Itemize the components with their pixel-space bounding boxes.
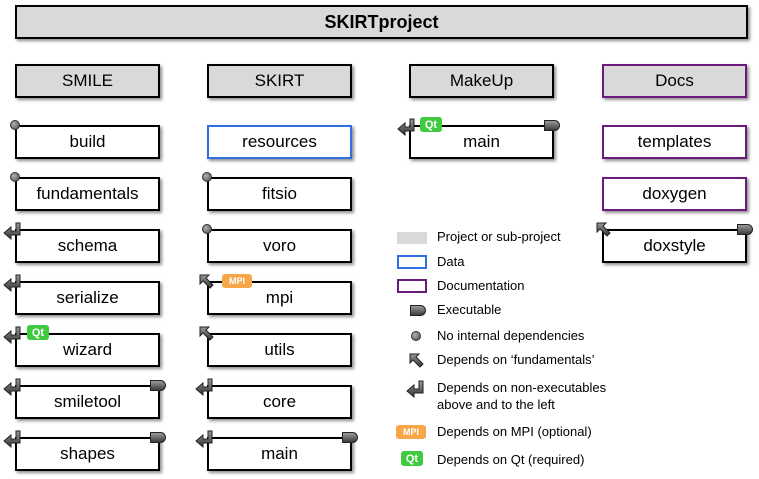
docs-header: Docs (602, 64, 747, 98)
depends-left-icon (195, 430, 213, 448)
depends-left-icon (406, 380, 424, 398)
qt-badge: Qt (420, 117, 442, 132)
depends-left-icon (397, 118, 415, 136)
data-swatch (397, 255, 427, 269)
legend-no-dependencies: No internal dependencies (437, 328, 585, 343)
depends-fundamentals-icon (596, 222, 611, 237)
mpi-badge: MPI (396, 425, 426, 439)
executable-icon (410, 305, 426, 316)
module-wizard: wizard (15, 333, 160, 367)
no-dependency-icon (10, 172, 20, 182)
module-shapes: shapes (15, 437, 160, 471)
legend-data: Data (437, 254, 465, 269)
module-voro: voro (207, 229, 352, 263)
project-swatch (397, 232, 427, 244)
qt-badge: Qt (27, 325, 49, 340)
module-utils: utils (207, 333, 352, 367)
module-core: core (207, 385, 352, 419)
legend-project: Project or sub-project (437, 229, 561, 244)
module-templates: templates (602, 125, 747, 159)
executable-icon (737, 224, 753, 235)
executable-icon (150, 380, 166, 391)
depends-left-icon (3, 430, 21, 448)
mpi-badge: MPI (222, 274, 252, 288)
legend-documentation: Documentation (437, 278, 525, 293)
module-fundamentals: fundamentals (15, 177, 160, 211)
depends-left-icon (3, 274, 21, 292)
legend-qt: Depends on Qt (required) (437, 452, 585, 467)
module-doxygen: doxygen (602, 177, 747, 211)
depends-fundamentals-icon (409, 353, 424, 368)
qt-badge: Qt (401, 451, 423, 466)
depends-left-icon (195, 378, 213, 396)
module-schema: schema (15, 229, 160, 263)
module-smiletool: smiletool (15, 385, 160, 419)
module-resources: resources (207, 125, 352, 159)
depends-left-icon (3, 326, 21, 344)
depends-left-icon (3, 222, 21, 240)
module-doxstyle: doxstyle (602, 229, 747, 263)
module-serialize: serialize (15, 281, 160, 315)
executable-icon (544, 120, 560, 131)
module-skirt-main: main (207, 437, 352, 471)
no-dependency-icon (411, 331, 421, 341)
no-dependency-icon (202, 224, 212, 234)
module-build: build (15, 125, 160, 159)
module-fitsio: fitsio (207, 177, 352, 211)
skirtproject-title: SKIRTproject (15, 5, 748, 39)
executable-icon (150, 432, 166, 443)
no-dependency-icon (10, 120, 20, 130)
executable-icon (342, 432, 358, 443)
legend-mpi: Depends on MPI (optional) (437, 424, 592, 439)
legend-depends-fundamentals: Depends on ‘fundamentals’ (437, 352, 595, 367)
makeup-header: MakeUp (409, 64, 554, 98)
depends-fundamentals-icon (199, 326, 214, 341)
documentation-swatch (397, 279, 427, 293)
depends-left-icon (3, 378, 21, 396)
legend-depends-left-line1: Depends on non-executables (437, 380, 607, 395)
no-dependency-icon (202, 172, 212, 182)
depends-fundamentals-icon (199, 274, 214, 289)
legend-depends-left-line2: above and to the left (437, 397, 555, 412)
skirt-header: SKIRT (207, 64, 352, 98)
legend-executable: Executable (437, 302, 502, 317)
smile-header: SMILE (15, 64, 160, 98)
